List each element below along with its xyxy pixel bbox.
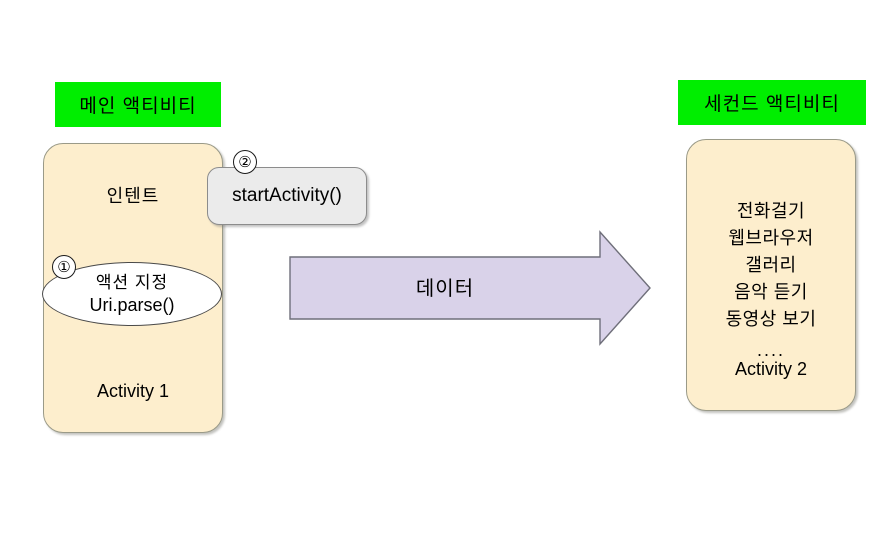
step-number-2-text: ② xyxy=(238,153,252,171)
data-flow-arrow-icon xyxy=(288,228,652,348)
list-ellipsis: .... xyxy=(756,340,785,360)
action-ellipse-line-1: 액션 지정 xyxy=(95,273,169,292)
activity-2-feature-list: 전화걸기 웹브라우저 갤러리 음악 듣기 동영상 보기 .... xyxy=(687,198,855,364)
list-item: 음악 듣기 xyxy=(734,282,808,302)
action-ellipse-line-2: Uri.parse() xyxy=(89,295,175,315)
list-item: 웹브라우저 xyxy=(728,228,814,248)
activity-1-name: Activity 1 xyxy=(96,381,170,401)
step-number-1-text: ① xyxy=(57,258,71,276)
arrow-polygon xyxy=(289,230,651,346)
list-item: 동영상 보기 xyxy=(725,309,817,329)
list-item: 전화걸기 xyxy=(736,201,806,221)
second-activity-header-label: 세컨드 액티비티 xyxy=(678,80,866,125)
data-flow-arrow-shape xyxy=(289,230,651,346)
list-item: 갤러리 xyxy=(745,255,797,275)
start-activity-callout: startActivity() xyxy=(207,167,367,225)
activity-2-name: Activity 2 xyxy=(734,359,808,379)
step-number-2-circle-icon: ② xyxy=(233,150,257,174)
action-uri-parse-ellipse: 액션 지정 Uri.parse() xyxy=(42,262,222,326)
step-number-1-circle-icon: ① xyxy=(52,255,76,279)
data-arrow-label: 데이터 xyxy=(415,278,475,300)
activity-2-box: 전화걸기 웹브라우저 갤러리 음악 듣기 동영상 보기 .... Activit… xyxy=(686,139,856,411)
intent-label: 인텐트 xyxy=(106,186,160,206)
main-activity-header-label: 메인 액티비티 xyxy=(55,82,221,127)
